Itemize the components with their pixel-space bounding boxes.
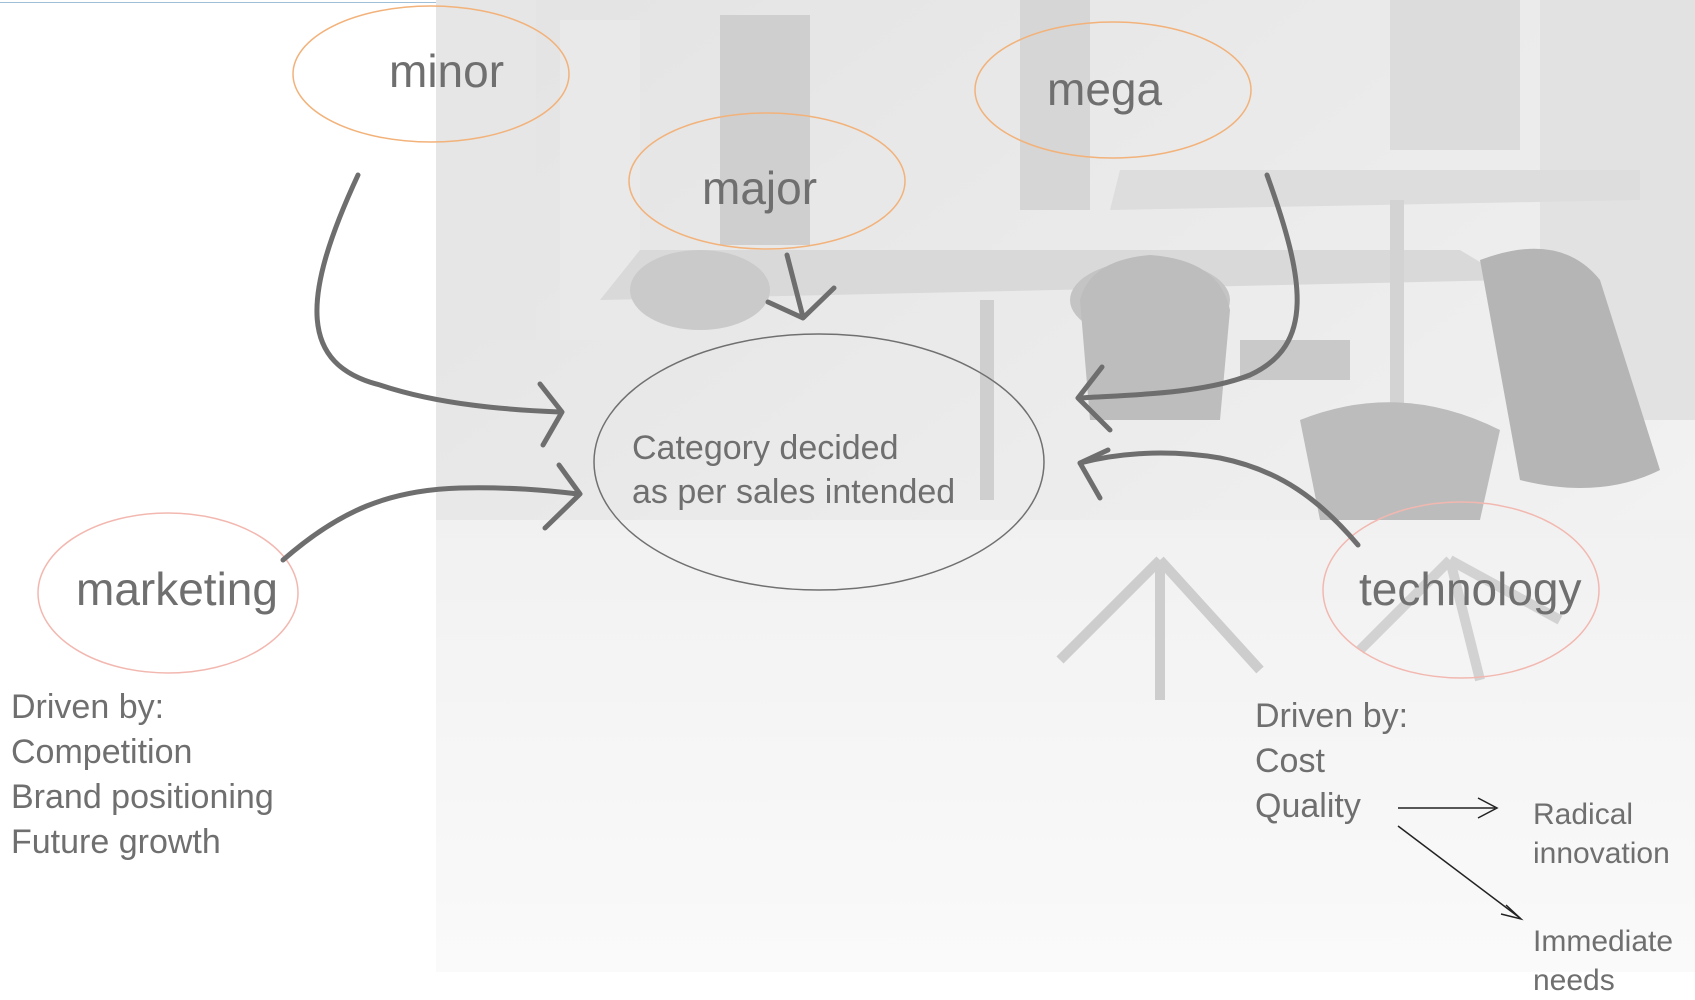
arrow-quality-radical-head: [1477, 797, 1499, 819]
node-label-minor: minor: [389, 45, 505, 97]
minor-ellipse: [292, 5, 570, 143]
major-ellipse: [628, 112, 906, 250]
arrow-technology-head: [1077, 447, 1111, 501]
arrow-quality-to-immediate: [1397, 825, 1521, 919]
arrow-marketing-head: [542, 462, 583, 531]
node-label-technology: technology: [1359, 563, 1582, 615]
technology-ellipse: [1322, 501, 1600, 679]
arrow-major-head: [765, 285, 837, 321]
arrow-mega-to-center: [1077, 172, 1300, 401]
mega-ellipse: [974, 21, 1252, 159]
technology-driver-item: Cost: [1255, 742, 1325, 780]
outcome-radical-line2: innovation: [1533, 837, 1670, 870]
marketing-driver-item: Competition: [11, 733, 193, 771]
marketing-drivers: Driven by: Competition Brand positioning…: [11, 685, 274, 865]
node-label-marketing: marketing: [76, 563, 278, 615]
outcome-immediate-line1: Immediate: [1533, 925, 1674, 958]
arrow-minor-head: [537, 381, 565, 448]
arrow-minor-to-center: [314, 172, 563, 415]
arrow-mega-head: [1075, 364, 1113, 433]
marketing-ellipse: [37, 512, 299, 674]
arrow-major-to-center: [784, 252, 806, 320]
node-label-major: major: [702, 162, 818, 214]
outcome-immediate-line2: needs: [1533, 964, 1615, 997]
marketing-driver-item: Brand positioning: [11, 778, 274, 816]
node-label-mega: mega: [1047, 63, 1163, 115]
center-label-line1: Category decided: [632, 429, 899, 467]
outcome-immediate-needs: Immediate needs: [1533, 922, 1673, 1000]
outcome-radical-innovation: Radical innovation: [1533, 795, 1670, 873]
marketing-drivers-heading: Driven by:: [11, 688, 165, 726]
outcome-radical-line1: Radical: [1533, 798, 1634, 831]
technology-driver-item: Quality: [1255, 787, 1361, 825]
technology-drivers: Driven by: Cost Quality: [1255, 694, 1408, 829]
arrow-quality-immediate-head: [1500, 904, 1524, 921]
technology-drivers-heading: Driven by:: [1255, 697, 1409, 735]
center-label-line2: as per sales intended: [632, 473, 956, 511]
arrow-marketing-to-center: [280, 485, 581, 563]
center-ellipse: [593, 333, 1045, 591]
marketing-driver-item: Future growth: [11, 823, 221, 861]
arrow-technology-to-center: [1077, 450, 1361, 548]
